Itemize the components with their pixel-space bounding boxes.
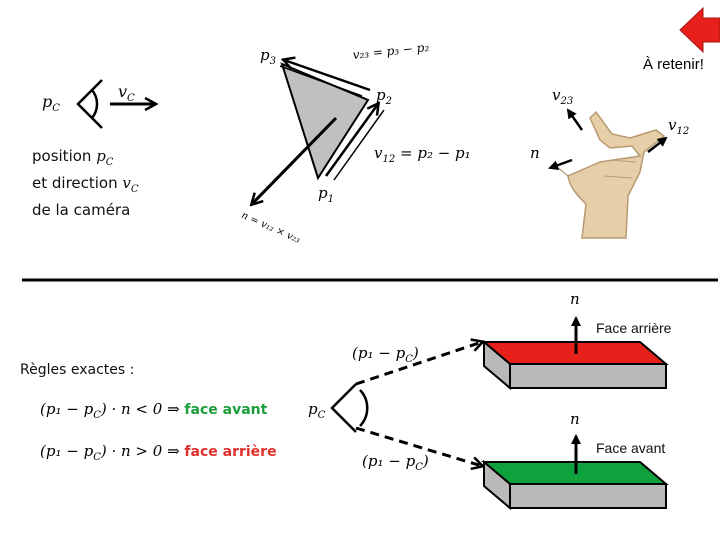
- normal-arrow: [252, 116, 338, 204]
- v12-arrow: [324, 104, 378, 177]
- hand-v23-arrow: [566, 108, 584, 131]
- bottom-camera-eye-icon: [330, 383, 369, 433]
- ray-to-back-face: [355, 342, 482, 386]
- bottom-pc-label: pC: [308, 400, 326, 421]
- v23-arrow: [284, 60, 371, 92]
- camera-direction-label: vC: [118, 82, 135, 105]
- ray-to-front-face: [355, 426, 482, 466]
- camera-caption: position pC et direction vC de la caméra: [32, 147, 139, 219]
- back-arrow-icon: [679, 6, 720, 54]
- rule-front-face: (p₁ − pC) · n < 0 ⇒ face avant: [40, 400, 268, 421]
- back-face-n-label: n: [570, 290, 580, 308]
- hand-n-arrow: [548, 158, 573, 170]
- v12-equation: v12 = p₂ − p₁: [374, 144, 471, 165]
- top-view-vector-label: (p₁ − pC): [352, 344, 419, 365]
- hand-n-label: n: [530, 144, 540, 162]
- p3-label: p3: [260, 46, 276, 67]
- front-face-label: Face avant: [596, 440, 666, 456]
- bottom-view-vector-label: (p₁ − pC): [362, 452, 429, 473]
- p1-label: p1: [318, 184, 334, 205]
- hand-v12-label: v12: [668, 116, 690, 137]
- camera-eye-icon: [76, 79, 155, 129]
- camera-position-label: pC: [42, 92, 60, 115]
- hand-v23-label: v23: [552, 86, 574, 107]
- retain-label: À retenir!: [643, 56, 704, 73]
- back-face-label: Face arrière: [596, 320, 672, 336]
- p2-label: p2: [376, 86, 392, 107]
- rules-title: Règles exactes :: [20, 362, 135, 378]
- hand-illustration: [555, 110, 666, 239]
- front-face-n-label: n: [570, 410, 580, 428]
- rule-back-face: (p₁ − pC) · n > 0 ⇒ face arrière: [40, 442, 277, 463]
- hand-v12-arrow: [647, 136, 668, 153]
